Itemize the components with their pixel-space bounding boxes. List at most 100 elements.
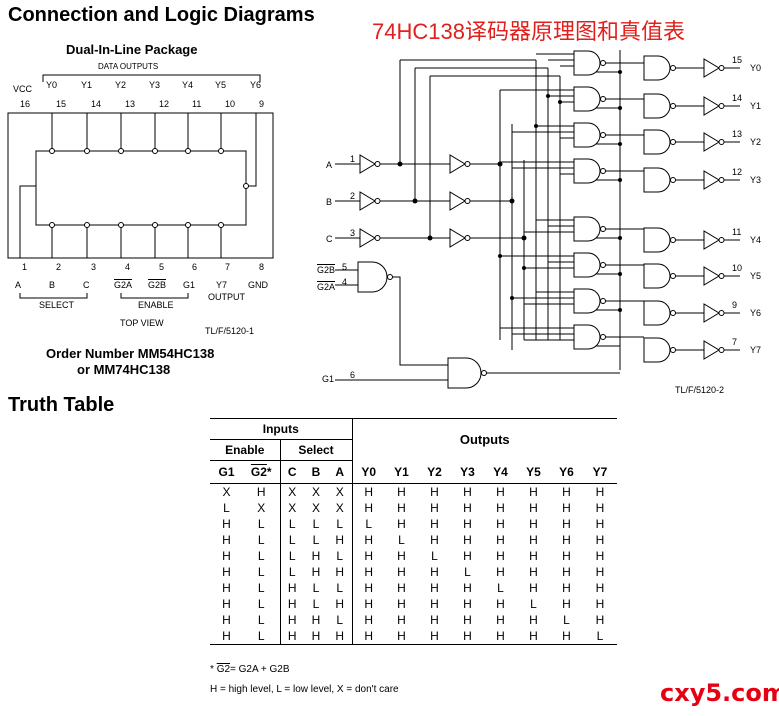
logic-input-b: B — [326, 197, 333, 207]
table-cell: H — [496, 501, 505, 515]
table-cell: H — [397, 549, 406, 563]
table-cell: H — [222, 517, 231, 531]
logic-pin-3: 3 — [350, 228, 356, 238]
table-cell: H — [397, 517, 406, 531]
select-label: SELECT — [39, 300, 75, 310]
logic-out-y4: Y4 — [750, 235, 762, 245]
logic-input-c: C — [326, 234, 333, 244]
dip-diagram — [7, 74, 274, 299]
table-cell: L — [464, 565, 471, 579]
table-cell: H — [595, 613, 605, 627]
table-cell: H — [463, 613, 472, 627]
table-cell: L — [223, 501, 230, 515]
pin-num-11: 11 — [192, 99, 202, 109]
pin-name-g1: G1 — [183, 280, 196, 290]
pin-num-2: 2 — [56, 262, 62, 272]
table-cell: L — [279, 548, 304, 564]
g2-footnote: * G2= G2A + G2B — [210, 664, 290, 675]
pin-num-12: 12 — [159, 99, 170, 109]
table-cell: H — [562, 597, 571, 611]
pin-name-a: A — [15, 280, 22, 290]
table-cell: H — [351, 596, 385, 612]
pin-name-g2b: G2B — [148, 280, 167, 290]
table-cell: H — [430, 629, 439, 643]
table-cell: H — [335, 597, 345, 611]
table-cell: H — [335, 629, 345, 643]
table-cell: X — [335, 485, 344, 499]
order-number-line1: Order Number MM54HC138 — [46, 346, 215, 361]
table-cell: H — [222, 549, 231, 563]
table-cell: H — [222, 565, 231, 579]
table-cell: X — [279, 500, 304, 516]
table-cell: H — [529, 485, 538, 499]
outputs-header: Outputs — [351, 418, 617, 461]
logic-out-y7: Y7 — [750, 345, 762, 355]
pin-num-7: 7 — [225, 262, 231, 272]
table-cell: H — [562, 581, 571, 595]
chinese-title: 74HC138译码器原理图和真值表 — [372, 19, 685, 44]
table-cell: L — [257, 613, 265, 627]
table-cell: L — [257, 581, 265, 595]
dip-package-label: Dual-In-Line Package — [66, 42, 198, 57]
table-cell: H — [562, 565, 571, 579]
col-a: A — [335, 465, 345, 479]
pin-name-b: B — [49, 280, 56, 290]
table-cell: X — [311, 501, 320, 515]
table-cell: H — [351, 612, 385, 628]
pin-name-y5: Y5 — [215, 80, 227, 90]
col-g2-star: * — [266, 465, 272, 479]
pin-num-3: 3 — [91, 262, 97, 272]
dip-package-body — [7, 112, 274, 259]
col-y0: Y0 — [351, 460, 385, 484]
levels-footnote: H = high level, L = low level, X = don't… — [210, 684, 399, 695]
table-cell: H — [529, 533, 538, 547]
logic-out-y2: Y2 — [750, 137, 762, 147]
footnote-star: * — [210, 664, 214, 675]
logic-out-y3: Y3 — [750, 175, 762, 185]
table-cell: H — [463, 549, 472, 563]
logic-input-g2a: G2A — [317, 282, 336, 292]
col-g1: G1 — [218, 465, 235, 479]
table-cell: H — [397, 629, 406, 643]
table-cell: L — [312, 517, 320, 531]
logic-out-y5: Y5 — [750, 271, 762, 281]
table-cell: H — [562, 501, 571, 515]
table-cell: H — [351, 548, 385, 564]
table-cell: H — [311, 629, 321, 643]
col-g2: G2* — [243, 461, 280, 484]
pin-name-y0: Y0 — [46, 80, 58, 90]
table-cell: H — [463, 581, 472, 595]
table-cell: L — [257, 629, 265, 643]
table-cell: H — [351, 580, 385, 596]
table-cell: H — [595, 501, 605, 515]
watermark: cxy5.com — [660, 679, 779, 707]
logic-pin-6: 6 — [350, 370, 356, 380]
table-cell: H — [351, 500, 385, 516]
table-cell: H — [430, 517, 439, 531]
pin-num-16: 16 — [20, 99, 31, 109]
table-cell: L — [312, 533, 320, 547]
table-cell: H — [311, 613, 321, 627]
logic-out-pin-10: 10 — [732, 263, 743, 273]
inputs-header: Inputs — [210, 418, 352, 440]
table-cell: H — [430, 533, 439, 547]
table-cell: H — [397, 581, 406, 595]
col-y4: Y4 — [493, 464, 508, 479]
logic-pin-5: 5 — [342, 262, 348, 272]
output-label: OUTPUT — [208, 292, 245, 302]
pin-num-10: 10 — [225, 99, 236, 109]
table-cell: X — [335, 501, 344, 515]
table-cell: H — [496, 517, 505, 531]
table-cell: H — [595, 549, 605, 563]
table-cell: H — [279, 628, 304, 645]
truth-table-heading: Truth Table — [8, 394, 115, 416]
data-outputs-label: DATA OUTPUTS — [98, 62, 159, 71]
table-cell: H — [222, 533, 231, 547]
pin-name-y1: Y1 — [81, 80, 93, 90]
logic-out-pin-15: 15 — [732, 55, 743, 65]
